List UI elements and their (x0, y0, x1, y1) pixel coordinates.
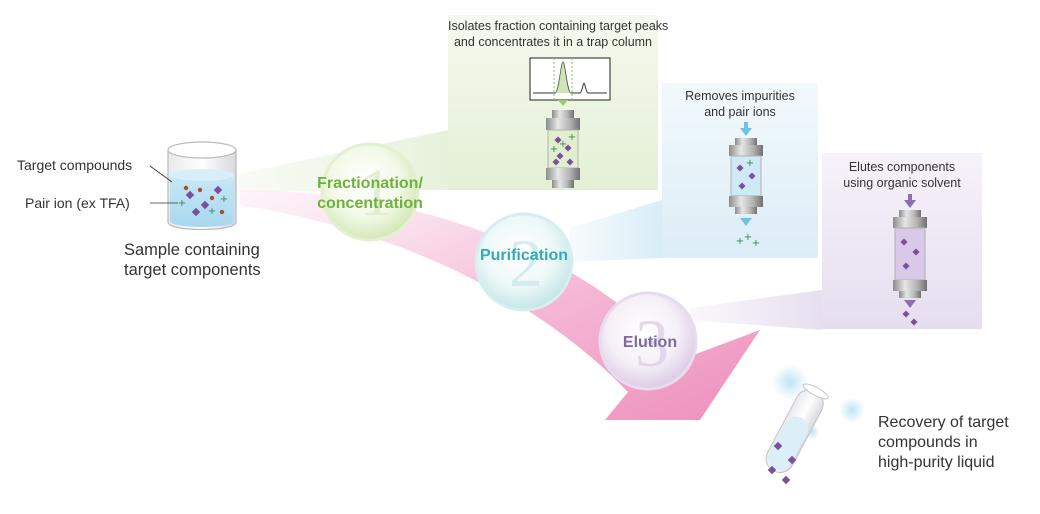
column1-pair-ion: + (550, 144, 558, 155)
trap-column-2 (729, 138, 763, 214)
tube-molecule (781, 475, 791, 485)
beaker-pair-ion: + (220, 194, 228, 205)
beaker-target-dot (183, 185, 189, 191)
sample-caption-line2: target components (124, 261, 261, 279)
label-target-compounds: Target compounds (17, 157, 133, 173)
recovery-caption: Recovery of target compounds in high-pur… (878, 413, 1009, 473)
recovery-line1: Recovery of target (878, 414, 1009, 431)
recovery-line2: compounds in (878, 434, 978, 451)
panel3-line2: using organic solvent (843, 176, 961, 190)
column1-molecule (566, 158, 574, 166)
panel-elution-caption: Elutes components using organic solvent (822, 159, 982, 191)
step1-line1: Fractionation/ (317, 175, 423, 192)
beaker-target-molecule (200, 200, 210, 210)
recovery-line3: high-purity liquid (878, 454, 995, 471)
down-arrow-1 (558, 100, 568, 106)
down-arrow-2 (740, 122, 752, 136)
beaker-pair-ion: + (178, 198, 186, 209)
column1-pair-ion: + (559, 139, 567, 150)
tube-molecule (787, 455, 797, 465)
column3-molecule (902, 262, 910, 270)
column2-molecule (748, 172, 756, 180)
target-peak-fill (555, 62, 571, 93)
step-circle-2: 2 (474, 212, 574, 312)
bubble-2 (839, 397, 865, 423)
beaker-target-molecule (185, 190, 195, 200)
beaker-target-molecule (191, 207, 201, 217)
down-arrow-2b (740, 218, 752, 226)
beaker-target-dot (197, 187, 203, 193)
column3-molecule (912, 248, 920, 256)
column2-molecule (738, 182, 746, 190)
step-number-1: 1 (359, 154, 393, 230)
eluted-pair-ion: + (744, 232, 752, 243)
column2-molecule (736, 164, 744, 172)
panel3-line1: Elutes components (848, 160, 956, 174)
trap-column-3 (893, 210, 927, 298)
recovery-test-tube (765, 383, 829, 474)
column1-pair-ion: + (568, 132, 576, 143)
panel2-line2: and pair ions (704, 105, 776, 119)
chromatogram-box (529, 57, 611, 101)
beaker-target-dot (209, 195, 215, 201)
down-arrow-3 (904, 194, 916, 208)
column2-pair-ion: + (746, 158, 754, 169)
eluted-molecule (910, 318, 918, 326)
panel-fractionation-caption: Isolates fraction containing target peak… (448, 18, 669, 50)
step-number-3: 3 (635, 305, 669, 381)
beaker-target-molecule (213, 185, 223, 195)
panel2-line1: Removes impurities (685, 89, 795, 103)
eluted-molecule (902, 310, 910, 318)
beam-step2 (570, 200, 662, 262)
column1-molecule (552, 158, 560, 166)
column3-molecule (900, 238, 908, 246)
step-circle-3: 3 (598, 291, 698, 391)
tube-molecule (773, 441, 783, 451)
label-pair-ion: Pair ion (ex TFA) (25, 195, 130, 211)
sample-beaker (167, 141, 237, 231)
molecules-layer: ++++++++++ (178, 132, 920, 485)
panel1-line1: Isolates fraction containing target peak… (448, 19, 669, 33)
beaker-pair-ion: + (208, 206, 216, 217)
column1-molecule (564, 144, 572, 152)
step1-line2: concentration (317, 195, 423, 212)
target-leader-line (149, 165, 173, 183)
column1-molecule (556, 152, 564, 160)
down-arrow-3b (904, 300, 916, 308)
eluted-pair-ion: + (752, 238, 760, 249)
column1-molecule (554, 136, 562, 144)
eluted-pair-ion: + (736, 236, 744, 247)
step-label-1: Fractionation/ concentration (300, 174, 440, 214)
sample-caption: Sample containing target components (124, 240, 261, 280)
beam-step3 (690, 290, 822, 330)
step-circle-1: 1 (320, 142, 420, 242)
step-number-2: 2 (509, 225, 543, 301)
bubble-1 (772, 364, 808, 400)
step-label-2: Purification (479, 247, 568, 264)
sample-caption-line1: Sample containing (124, 241, 260, 259)
panel-purification-caption: Removes impurities and pair ions (662, 88, 818, 120)
tube-molecule (767, 465, 777, 475)
panel1-line2: and concentrates it in a trap column (453, 35, 653, 49)
beaker-target-dot (219, 209, 225, 215)
step-label-3: Elution (622, 334, 678, 351)
